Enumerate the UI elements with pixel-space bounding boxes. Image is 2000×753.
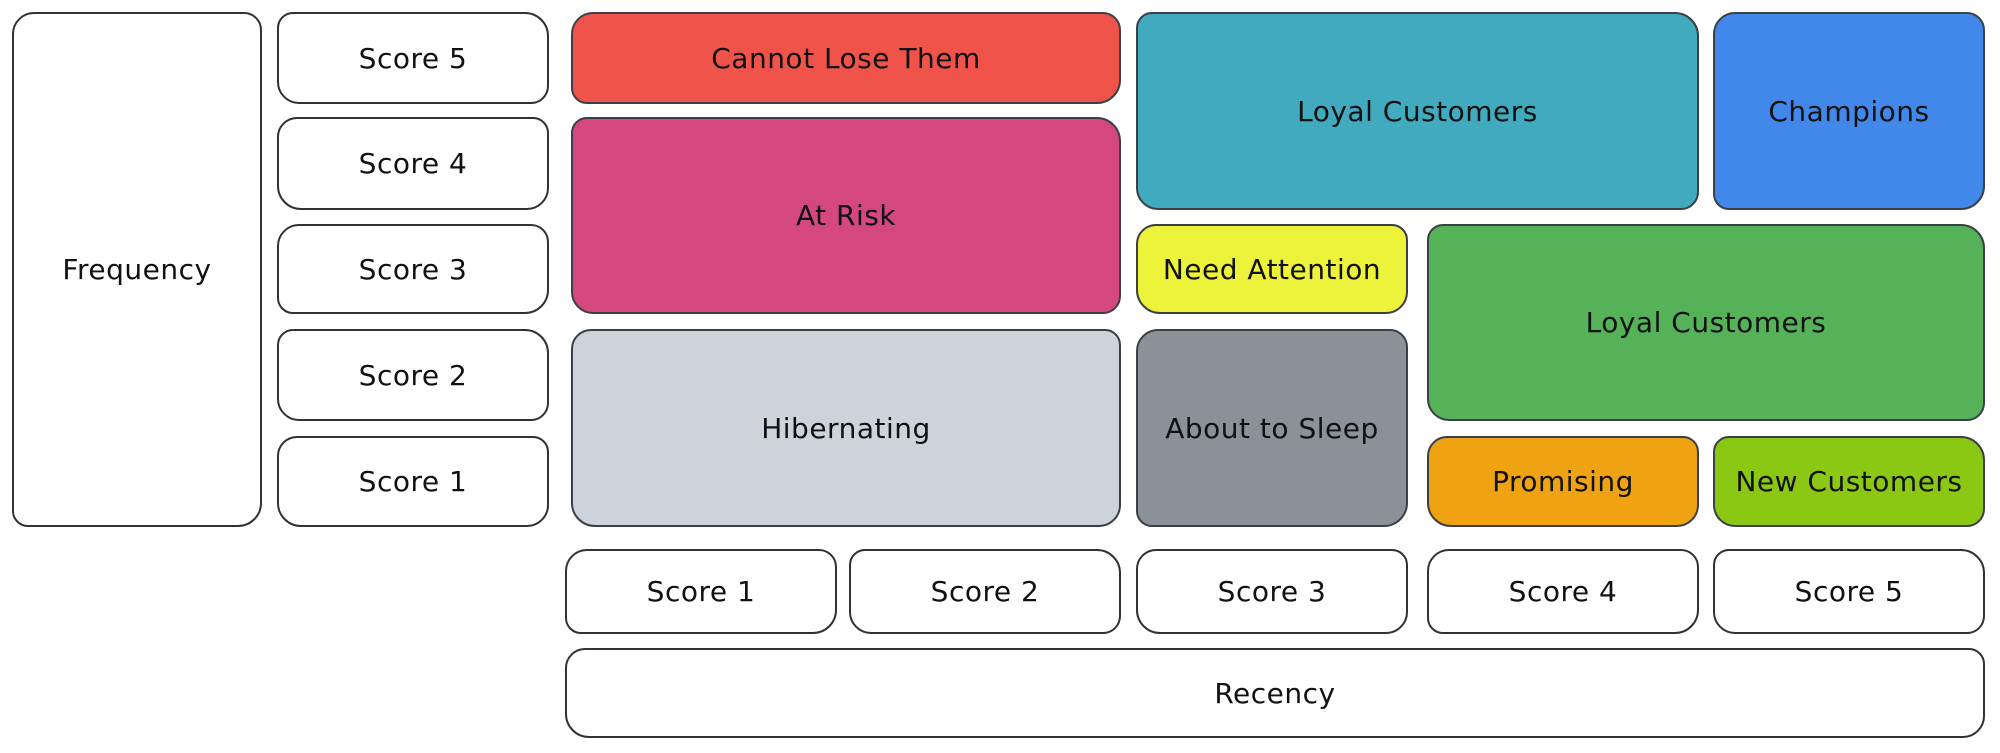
segment-champions: Champions: [1713, 12, 1985, 210]
segment-need-attention: Need Attention: [1136, 224, 1408, 314]
frequency-score-1-box: Score 1: [277, 436, 549, 527]
recency-score-3-box: Score 3: [1136, 549, 1408, 634]
frequency-score-5-box: Score 5: [277, 12, 549, 104]
frequency-score-2-label: Score 2: [358, 358, 468, 392]
segment-hibernating: Hibernating: [571, 329, 1121, 527]
segment-need-attention-label: Need Attention: [1162, 252, 1382, 286]
recency-score-1-box: Score 1: [565, 549, 837, 634]
recency-score-5-label: Score 5: [1794, 575, 1904, 608]
segment-loyal-customers-right: Loyal Customers: [1427, 224, 1985, 421]
segment-at-risk: At Risk: [571, 117, 1121, 314]
frequency-score-5-label: Score 5: [358, 41, 468, 75]
recency-score-4-label: Score 4: [1508, 575, 1618, 608]
recency-axis-label: Recency: [1214, 676, 1336, 710]
segment-cannot-lose-them: Cannot Lose Them: [571, 12, 1121, 104]
frequency-score-3-label: Score 3: [358, 252, 468, 286]
frequency-score-1-label: Score 1: [358, 465, 468, 498]
segment-new-customers: New Customers: [1713, 436, 1985, 527]
recency-score-2-box: Score 2: [849, 549, 1121, 634]
segment-loyal-customers-top: Loyal Customers: [1136, 12, 1699, 210]
frequency-score-4-label: Score 4: [358, 147, 468, 180]
segment-cannot-lose-them-label: Cannot Lose Them: [711, 41, 981, 75]
recency-score-1-label: Score 1: [646, 575, 756, 608]
segment-loyal-customers-top-label: Loyal Customers: [1297, 94, 1538, 128]
segment-loyal-customers-right-label: Loyal Customers: [1585, 306, 1827, 339]
frequency-axis-label: Frequency: [62, 253, 212, 286]
segment-hibernating-label: Hibernating: [761, 411, 931, 445]
recency-axis-box: Recency: [565, 648, 1985, 738]
segment-champions-label: Champions: [1768, 94, 1930, 128]
frequency-score-3-box: Score 3: [277, 224, 549, 314]
segment-new-customers-label: New Customers: [1735, 465, 1963, 498]
recency-score-5-box: Score 5: [1713, 549, 1985, 634]
frequency-axis-box: Frequency: [12, 12, 262, 527]
frequency-score-4-box: Score 4: [277, 117, 549, 210]
segment-promising-label: Promising: [1492, 465, 1634, 498]
segment-at-risk-label: At Risk: [795, 199, 897, 232]
frequency-score-2-box: Score 2: [277, 329, 549, 421]
recency-score-2-label: Score 2: [930, 575, 1040, 608]
recency-score-3-label: Score 3: [1217, 575, 1327, 608]
segment-about-to-sleep: About to Sleep: [1136, 329, 1408, 527]
segment-promising: Promising: [1427, 436, 1699, 527]
recency-score-4-box: Score 4: [1427, 549, 1699, 634]
segment-about-to-sleep-label: About to Sleep: [1165, 411, 1379, 445]
